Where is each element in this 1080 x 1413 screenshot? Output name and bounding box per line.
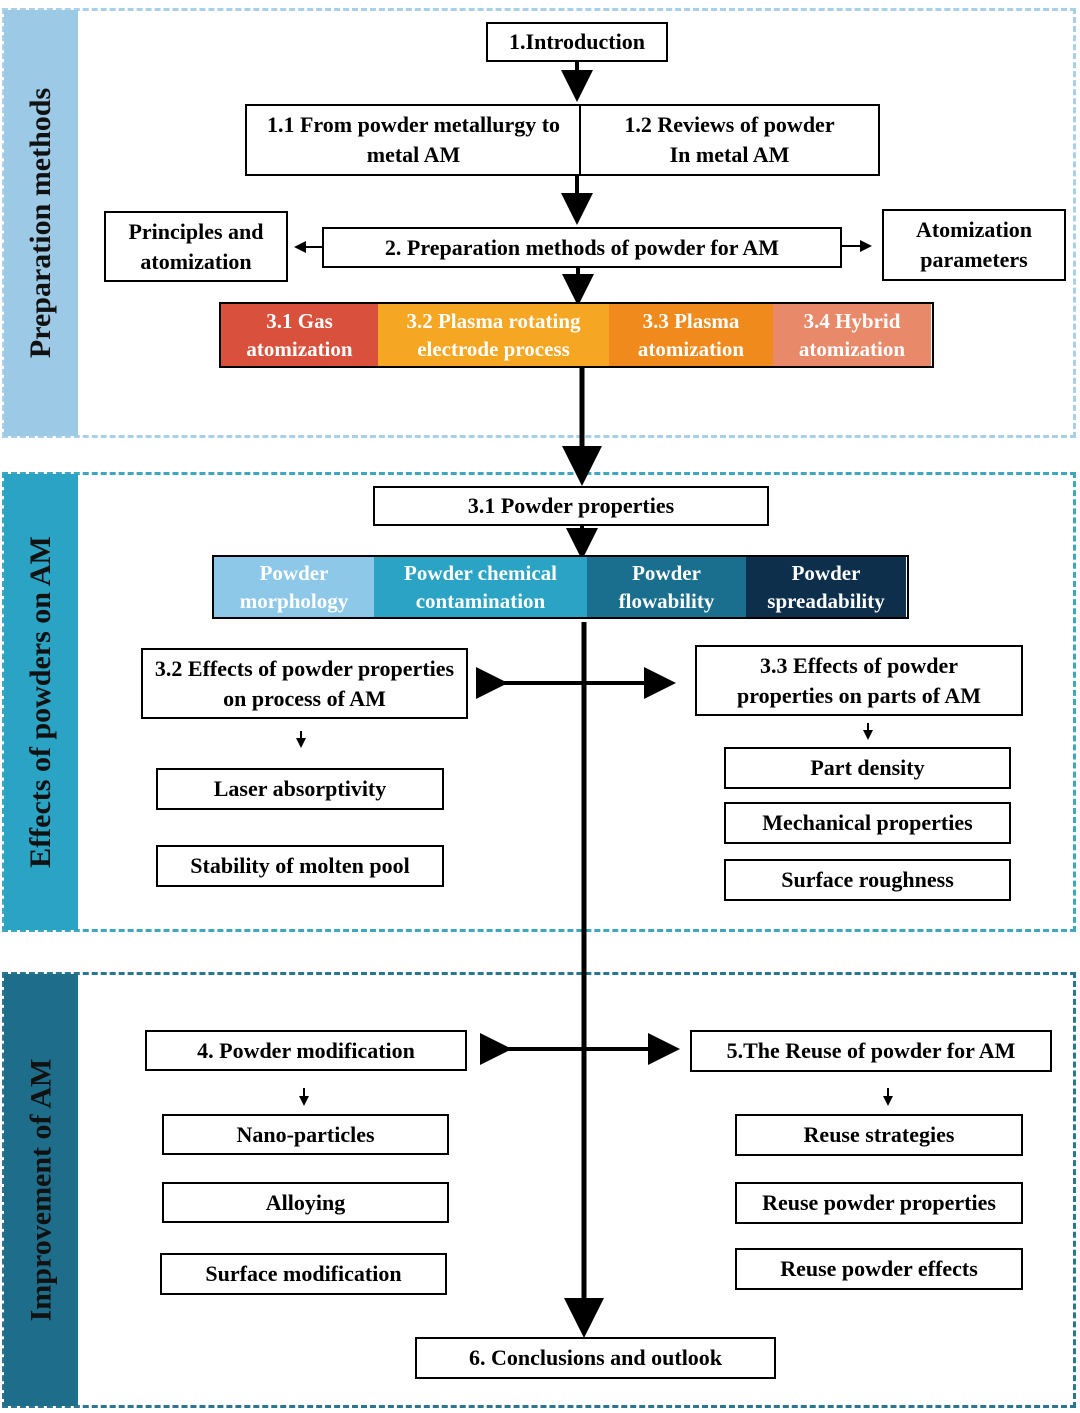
box-surface-roughness: Surface roughness: [724, 859, 1011, 901]
section-preparation-label: Preparation methods: [4, 10, 78, 436]
box-reuse-powder: 5.The Reuse of powder for AM: [690, 1030, 1052, 1072]
box-effects-parts: 3.3 Effects of powder properties on part…: [695, 645, 1023, 716]
box-reuse-strategies: Reuse strategies: [735, 1114, 1023, 1156]
box-powder-modification: 4. Powder modification: [145, 1030, 467, 1071]
box-introduction: 1.Introduction: [486, 22, 668, 62]
section-improvement-frame: [2, 972, 1076, 1408]
box-preparation-methods: 2. Preparation methods of powder for AM: [322, 227, 842, 268]
property-segment-4: Powder spreadability: [746, 557, 906, 617]
property-segment-2: Powder chemical contamination: [374, 557, 587, 617]
section-effects-label: Effects of powders on AM: [4, 474, 78, 930]
atomization-segment-2: 3.2 Plasma rotating electrode process: [378, 304, 609, 366]
box-atomization-parameters: Atomization parameters: [882, 209, 1066, 281]
atomization-segment-1: 3.1 Gas atomization: [221, 304, 378, 366]
box-surface-modification: Surface modification: [160, 1253, 447, 1295]
section-improvement-label: Improvement of AM: [4, 974, 78, 1406]
box-powder-properties: 3.1 Powder properties: [373, 486, 769, 526]
property-segment-3: Powder flowability: [587, 557, 746, 617]
property-segment-1: Powder morphology: [214, 557, 374, 617]
box-mechanical-properties: Mechanical properties: [724, 802, 1011, 844]
box-reuse-powder-effects: Reuse powder effects: [735, 1248, 1023, 1290]
box-alloying: Alloying: [162, 1182, 449, 1223]
box-conclusions: 6. Conclusions and outlook: [415, 1337, 776, 1379]
box-nano-particles: Nano-particles: [162, 1114, 449, 1155]
box-laser-absorptivity: Laser absorptivity: [156, 768, 444, 810]
section-effects-frame: [2, 472, 1076, 932]
box-stability-molten-pool: Stability of molten pool: [156, 845, 444, 887]
box-effects-process: 3.2 Effects of powder properties on proc…: [141, 648, 468, 719]
box-part-density: Part density: [724, 747, 1011, 789]
box-reviews-of-powder: 1.2 Reviews of powder In metal AM: [579, 104, 880, 176]
box-from-powder-metallurgy: 1.1 From powder metallurgy to metal AM: [245, 104, 582, 176]
atomization-segment-3: 3.3 Plasma atomization: [609, 304, 773, 366]
box-reuse-powder-properties: Reuse powder properties: [735, 1182, 1023, 1224]
box-principles: Principles and atomization: [104, 211, 288, 282]
atomization-segment-4: 3.4 Hybrid atomization: [773, 304, 931, 366]
section-preparation-frame: [2, 8, 1076, 438]
